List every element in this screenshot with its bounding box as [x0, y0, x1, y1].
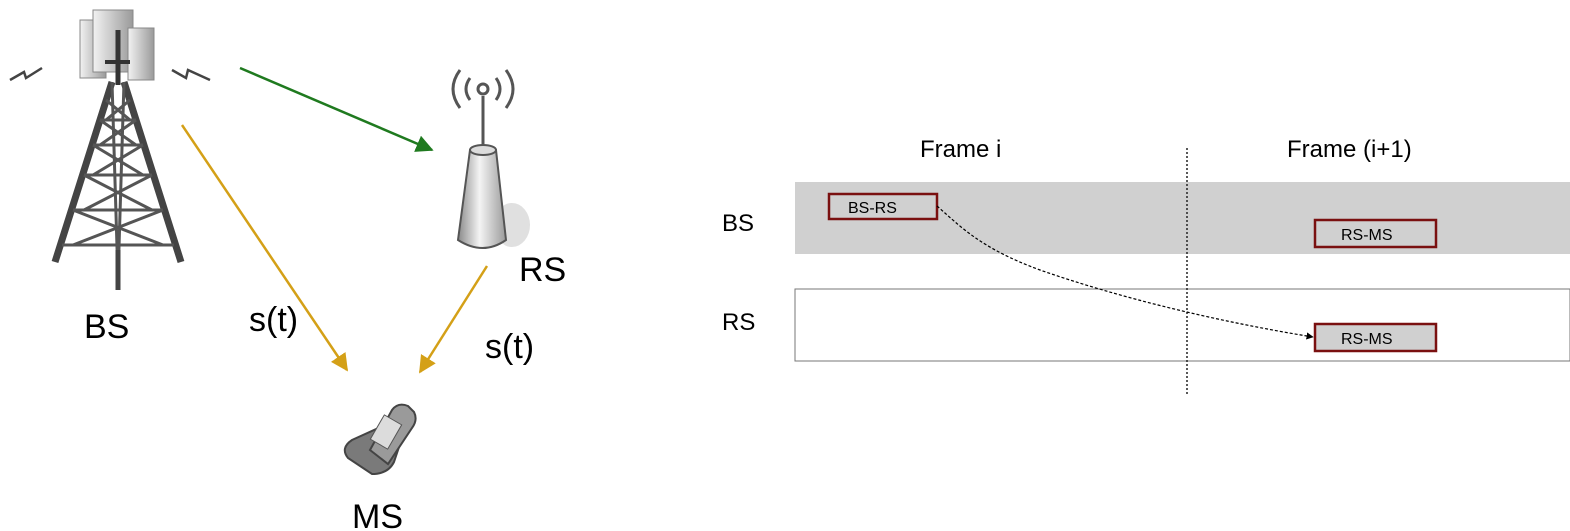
base-station-tower-icon: [51, 9, 185, 290]
bs-row-rs-ms-block: RS-MS: [1313, 218, 1438, 249]
rs-to-ms-link-arrow: [418, 265, 489, 374]
rs-row-label: RS: [722, 309, 755, 336]
rs-row-rs-ms-block: RS-MS: [1313, 322, 1438, 353]
bs-row-label: BS: [722, 210, 754, 237]
rs-row-rs-ms-block-label: RS-MS: [1341, 331, 1393, 348]
bs-to-ms-link-arrow: [180, 124, 349, 372]
frame-i-plus-1-label: Frame (i+1): [1287, 136, 1412, 163]
relay-station-icon: [451, 69, 530, 249]
forwarding-arrow: [936, 205, 1314, 340]
rs-ms-signal-label: s(t): [485, 328, 534, 366]
mobile-station-phone-icon: [343, 403, 417, 476]
ms-node-label: MS: [352, 498, 403, 531]
bs-to-rs-link-arrow: [239, 66, 434, 152]
frame-i-label: Frame i: [920, 136, 1001, 163]
radio-wave-left-icon: [9, 66, 43, 82]
rs-node-label: RS: [519, 251, 566, 289]
bs-rs-block: BS-RS: [827, 192, 939, 221]
bs-rs-block-label: BS-RS: [848, 200, 897, 217]
bs-row-rs-ms-block-label: RS-MS: [1341, 227, 1393, 244]
radio-wave-right-icon: [171, 68, 211, 82]
bs-ms-signal-label: s(t): [249, 301, 298, 339]
bs-node-label: BS: [84, 308, 129, 346]
rs-row-band: [794, 288, 1570, 362]
